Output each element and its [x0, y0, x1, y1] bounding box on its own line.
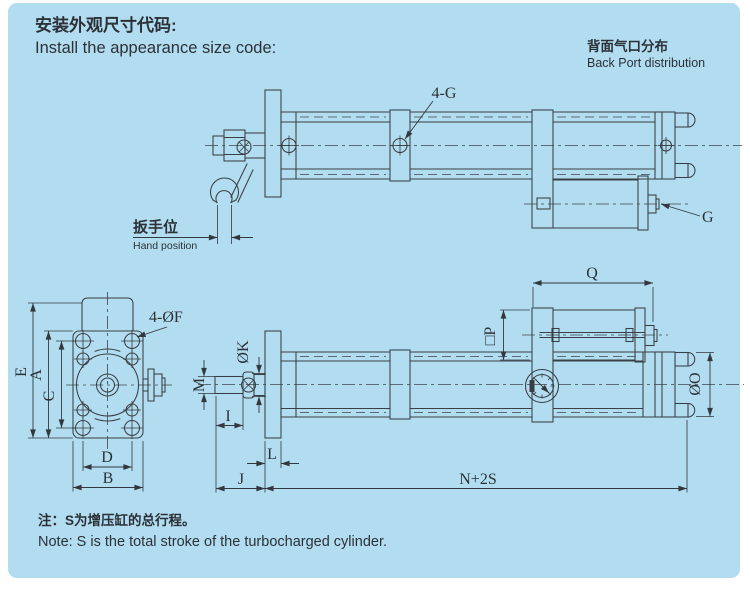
dim-label-E: E	[13, 367, 30, 377]
booster-cylinder-top-view	[536, 175, 660, 231]
port-front-head	[279, 135, 299, 156]
dim-label-4g: 4-G	[432, 85, 457, 102]
dim-label-B: B	[103, 470, 114, 487]
blue-drawing-panel	[8, 3, 740, 578]
port-end-cap	[657, 137, 675, 154]
flange-bolt-holes	[72, 330, 143, 439]
wrench-label-cn: 扳手位	[133, 218, 178, 236]
dim-label-N2S: N+2S	[459, 471, 496, 488]
side-view-drawing: Q □P ØO M ØK I	[191, 265, 744, 493]
page-title-cn: 安装外观尺寸代码:	[35, 15, 177, 35]
dim-label-C: C	[41, 391, 58, 402]
dim-label-O: ØO	[687, 372, 704, 395]
dim-label-4of: 4-ØF	[149, 309, 183, 326]
note-en: Note: S is the total stroke of the turbo…	[38, 534, 387, 550]
dim-label-K: ØK	[235, 340, 252, 364]
dim-label-Q: Q	[586, 265, 598, 282]
dim-label-L: L	[267, 446, 277, 463]
port-intermediate	[390, 135, 410, 156]
back-port-label-en: Back Port distribution	[587, 56, 705, 70]
back-port-label-cn: 背面气口分布	[587, 38, 668, 54]
dim-label-D: D	[101, 449, 113, 466]
note-cn: 注：S为增压缸的总行程。	[38, 512, 196, 528]
side-knob	[142, 368, 166, 402]
dim-label-J: J	[238, 471, 244, 488]
dim-label-g: G	[702, 209, 714, 226]
page-title-en: Install the appearance size code:	[35, 39, 276, 57]
wrench-symbol	[209, 163, 254, 204]
top-view-drawing: 扳手位 Hand position 4-G G	[133, 85, 742, 252]
dim-label-M: M	[191, 378, 208, 392]
booster-cylinder-side-view	[539, 307, 658, 363]
gas-oil-port-gauge	[524, 368, 560, 404]
front-view-drawing: 4-ØF E A C D B	[13, 292, 183, 492]
dim-label-P: □P	[482, 327, 499, 346]
dim-label-A: A	[28, 369, 45, 381]
dim-label-I: I	[225, 408, 230, 425]
wrench-label-en: Hand position	[133, 240, 197, 252]
